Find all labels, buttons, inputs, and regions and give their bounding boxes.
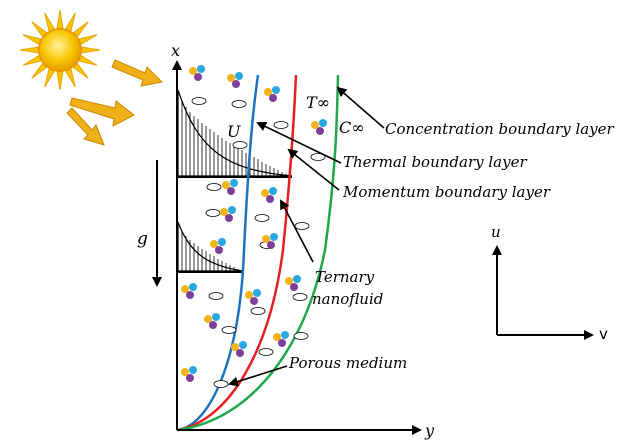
v-axis-label: v <box>599 325 608 343</box>
pore-ellipse-icon <box>191 97 207 105</box>
momentum-pointer <box>287 148 340 191</box>
thermal-bl-label: Thermal boundary layer <box>343 153 527 171</box>
pore-ellipse-icon <box>294 222 310 230</box>
sun-ray <box>44 12 56 32</box>
nanoparticle-cluster-icon <box>264 86 280 102</box>
momentum-bl-label: Momentum boundary layer <box>342 183 551 201</box>
sun-ray <box>22 34 42 46</box>
velocity-profile-upper <box>177 89 293 178</box>
sun-ray <box>64 12 76 32</box>
sun-ray <box>78 54 98 66</box>
pore-ellipse-icon <box>231 100 247 108</box>
nanoparticle-cluster-icon <box>261 187 277 203</box>
y-axis-label: y <box>424 421 435 440</box>
sun-ray <box>31 21 48 38</box>
nanoparticle-cluster-icon <box>181 366 197 382</box>
thermal-pointer <box>256 121 342 164</box>
nanoparticle-cluster-icon <box>210 238 226 254</box>
sunlight-arrow-2 <box>69 97 135 127</box>
momentum-boundary-curve <box>177 74 260 432</box>
pore-ellipse-icon <box>221 326 237 334</box>
pore-ellipse-icon <box>254 214 270 222</box>
porous-pointer <box>228 365 288 387</box>
nanoparticle-cluster-icon <box>222 179 238 195</box>
sun-ray <box>56 9 64 29</box>
sun-ray <box>31 62 48 79</box>
pore-ellipse-icon <box>292 293 308 301</box>
pore-ellipse-icon <box>206 183 222 191</box>
concentration-pointer <box>336 86 385 129</box>
sun-ray <box>72 62 89 79</box>
pore-ellipse-icon <box>232 141 248 149</box>
pore-ellipse-icon <box>310 153 326 161</box>
sun-icon <box>19 9 101 91</box>
sun-ray <box>81 46 101 54</box>
nanoparticle-cluster-icon <box>245 289 261 305</box>
sun-ray <box>44 68 56 88</box>
nanoparticle-cluster-icon <box>181 283 197 299</box>
concentration-boundary-curve <box>177 74 340 432</box>
sunlight-arrow-1 <box>111 59 164 87</box>
nanoparticle-cluster-icon <box>220 206 236 222</box>
nanoparticle-cluster-icon <box>189 65 205 81</box>
sun-ray <box>78 34 98 46</box>
sun-ray <box>64 68 76 88</box>
pore-ellipse-icon <box>273 121 289 129</box>
pore-ellipse-icon <box>258 348 274 356</box>
thermal-boundary-curve <box>177 74 298 432</box>
sun-ray <box>72 21 89 38</box>
pore-ellipse-icon <box>293 332 309 340</box>
sun-ray <box>19 46 39 54</box>
sun-ray <box>56 71 64 91</box>
nanoparticle-cluster-icon <box>273 331 289 347</box>
nanoparticle-cluster-icon <box>231 341 247 357</box>
nanoparticle-cluster-icon <box>227 72 243 88</box>
nanoparticle-cluster-icon <box>285 275 301 291</box>
velocity-profile-lower <box>177 221 244 273</box>
pore-ellipses <box>191 97 326 388</box>
pore-ellipse-icon <box>205 209 221 217</box>
ternary-label-line2: nanofluid <box>312 290 383 308</box>
ternary-pointer <box>280 199 314 263</box>
porous-medium-label: Porous medium <box>288 354 407 372</box>
nanoparticle-clusters <box>181 65 327 382</box>
c-infinity-label: C∞ <box>339 118 365 137</box>
nanoparticle-cluster-icon <box>204 313 220 329</box>
pore-ellipse-icon <box>250 307 266 315</box>
u-axis-label: u <box>491 223 501 241</box>
velocity-u-label: U <box>227 122 241 141</box>
sun-ray <box>22 54 42 66</box>
sunlight-arrows <box>66 59 164 146</box>
concentration-bl-label: Concentration boundary layer <box>385 120 615 138</box>
ternary-label-line1: Ternary <box>315 268 375 286</box>
gravity-label: g <box>137 229 148 249</box>
sunlight-arrow-3 <box>66 107 105 146</box>
x-axis-label: x <box>171 41 180 60</box>
nanoparticle-cluster-icon <box>262 233 278 249</box>
pore-ellipse-icon <box>208 292 224 300</box>
nanoparticle-cluster-icon <box>311 119 327 135</box>
t-infinity-label: T∞ <box>306 93 330 112</box>
pore-ellipse-icon <box>213 380 229 388</box>
